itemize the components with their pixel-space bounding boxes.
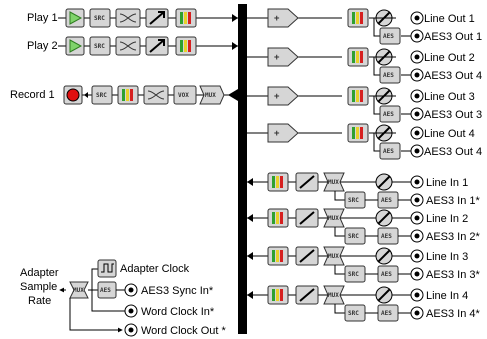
crossfade-icon [119, 13, 137, 23]
volume-icon [299, 175, 315, 189]
aes-block [379, 27, 401, 45]
aes-in-label: AES3 In 4* [426, 308, 481, 320]
output-channel-4: + AES Line Out 4 AES3 Out 4 [247, 123, 482, 160]
src-block [89, 8, 111, 28]
play-1-label: Play 1 [27, 12, 58, 24]
svg-text:AES: AES [383, 111, 394, 118]
svg-text:AES: AES [383, 33, 394, 40]
svg-text:SRC: SRC [94, 43, 105, 50]
vox-block [173, 85, 197, 105]
aes-block [379, 105, 401, 123]
line-in-label: Line In 4 [426, 290, 468, 302]
svg-text:+: + [274, 14, 280, 24]
svg-text:MUX: MUX [328, 292, 339, 299]
summing-block [267, 8, 299, 28]
svg-text:MUX: MUX [205, 92, 216, 99]
aes-sync-in-label: AES3 Sync In* [141, 285, 214, 297]
sample-rate-title-line-3: Rate [28, 295, 51, 307]
svg-text:AES: AES [381, 233, 392, 240]
input-channel-4: MUX SRC AES Line In 4 AES3 In 4* [247, 285, 481, 322]
line-out-label: Line Out 1 [424, 13, 475, 25]
svg-text:MUX: MUX [328, 215, 339, 222]
record-icon [66, 88, 80, 102]
volume-icon [149, 39, 165, 53]
svg-text:SRC: SRC [348, 271, 359, 278]
sample-rate-title-line-1: Adapter [20, 267, 59, 279]
output-channel-2: + AES Line Out 2 AES3 Out 4 [247, 47, 482, 84]
clock-wave-icon [101, 263, 114, 273]
play-icon [69, 39, 83, 53]
svg-text:+: + [274, 53, 280, 63]
word-clock-in-label: Word Clock In* [141, 306, 215, 318]
svg-text:SRC: SRC [348, 197, 359, 204]
mux-block [323, 246, 345, 266]
svg-text:MUX: MUX [328, 253, 339, 260]
play-row-1: Play 1 SRC [27, 8, 238, 28]
svg-text:AES: AES [381, 271, 392, 278]
sample-rate-title-line-2: Sample [20, 281, 57, 293]
svg-text:MUX: MUX [328, 179, 339, 186]
svg-text:AES: AES [383, 72, 394, 79]
output-channel-1: + AES Line Out 1 AES3 Out 1 [247, 8, 482, 45]
adapter-clock-label: Adapter Clock [120, 263, 190, 275]
aes-block [379, 142, 401, 160]
line-in-label: Line In 2 [426, 213, 468, 225]
svg-text:AES: AES [383, 148, 394, 155]
summing-block [267, 47, 299, 67]
aes-out-label: AES3 Out 1 [424, 31, 482, 43]
aes-block [379, 66, 401, 84]
svg-text:SRC: SRC [348, 233, 359, 240]
input-channel-3: MUX SRC AES Line In 3 AES3 In 3* [247, 246, 481, 283]
summing-block [267, 123, 299, 143]
volume-icon [299, 288, 315, 302]
play-row-2: Play 2 SRC [27, 36, 238, 56]
crossfade-icon [119, 41, 137, 51]
line-out-label: Line Out 4 [424, 128, 475, 140]
volume-icon [299, 211, 315, 225]
src-block [89, 36, 111, 56]
central-bus [238, 4, 247, 334]
record-row-1: Record 1 SRC VOX MUX [10, 85, 238, 105]
svg-text:SRC: SRC [348, 310, 359, 317]
input-channel-2: MUX SRC AES Line In 2 AES3 In 2* [247, 208, 481, 245]
svg-text:+: + [274, 92, 280, 102]
svg-text:SRC: SRC [96, 92, 107, 99]
volume-icon [299, 249, 315, 263]
mux-block [199, 85, 225, 105]
line-out-label: Line Out 3 [424, 91, 475, 103]
svg-text:VOX: VOX [178, 92, 189, 99]
record-1-label: Record 1 [10, 89, 55, 101]
line-out-label: Line Out 2 [424, 52, 475, 64]
svg-text:SRC: SRC [94, 15, 105, 22]
volume-icon [149, 11, 165, 25]
aes-in-label: AES3 In 1* [426, 195, 481, 207]
word-clock-out-label: Word Clock Out * [141, 325, 226, 337]
mux-block [323, 208, 345, 228]
output-channel-3: + AES Line Out 3 AES3 Out 3 [247, 86, 482, 123]
aes-in-label: AES3 In 3* [426, 269, 481, 281]
play-2-label: Play 2 [27, 40, 58, 52]
aes-out-label: AES3 Out 3 [424, 109, 482, 121]
svg-text:AES: AES [381, 197, 392, 204]
play-icon [69, 11, 83, 25]
mux-block [323, 285, 345, 305]
clock-mux-block [69, 281, 89, 299]
aes-out-label: AES3 Out 4 [424, 146, 482, 158]
svg-text:AES: AES [381, 310, 392, 317]
line-in-label: Line In 1 [426, 177, 468, 189]
svg-text:AES: AES [100, 287, 111, 294]
mux-block [323, 172, 345, 192]
src-block [91, 85, 113, 105]
adapter-clock-block [97, 259, 117, 278]
summing-block [267, 86, 299, 106]
line-in-label: Line In 3 [426, 251, 468, 263]
svg-text:+: + [274, 129, 280, 139]
aes-in-label: AES3 In 2* [426, 231, 481, 243]
aes-out-label: AES3 Out 4 [424, 70, 482, 82]
clock-section: Adapter Sample Rate MUX Adapter Clock AE… [20, 259, 226, 337]
crossfade-icon [147, 90, 165, 100]
input-channel-1: MUX SRC AES Line In 1 AES3 In 1* [247, 172, 481, 209]
svg-text:MUX: MUX [73, 287, 84, 294]
